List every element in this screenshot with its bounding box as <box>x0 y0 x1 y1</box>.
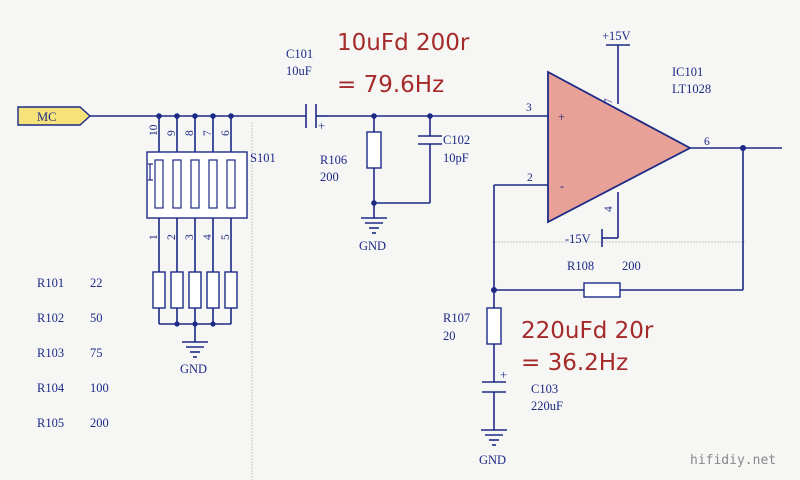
table-ref-r104: R104 <box>37 381 65 395</box>
opamp-pin-6: 6 <box>704 136 710 148</box>
gnd-symbol-feedback: GND <box>479 429 507 467</box>
c102-value: 10pF <box>443 151 469 165</box>
c103-ref: C103 <box>531 382 558 396</box>
c103-value: 220uF <box>531 399 563 413</box>
resistor-value-table: R101 22 R102 50 R103 75 R104 100 R105 20… <box>37 276 109 430</box>
resistor-bank <box>152 271 238 342</box>
annotation-feedback-line1: 220uFd 20r <box>521 318 654 344</box>
supply-pos-label: +15V <box>602 29 631 43</box>
r107-value: 20 <box>443 329 456 343</box>
switch-ref: S101 <box>250 151 276 165</box>
watermark: hifidiy.net <box>690 453 776 468</box>
c102-ref: C102 <box>443 133 470 147</box>
table-value-r105: 200 <box>90 416 109 430</box>
capacitor-c103: + C103 220uF <box>482 368 563 430</box>
table-value-r101: 22 <box>90 276 103 290</box>
opamp-pin-4: 4 <box>603 206 615 212</box>
opamp-pin-7: 7 <box>603 98 615 104</box>
mc-port-label: MC <box>37 110 56 124</box>
opamp-ref: IC101 <box>672 65 703 79</box>
opamp-minus-sign: - <box>560 179 564 193</box>
opamp-pin-3: 3 <box>526 102 532 114</box>
table-value-r103: 75 <box>90 346 103 360</box>
opamp-ic101: + - 3 2 6 7 4 IC101 LT1028 <box>526 65 711 224</box>
switch-pin-6: 6 <box>220 130 232 136</box>
r108-ref: R108 <box>567 259 594 273</box>
opamp-pin-2: 2 <box>527 172 533 184</box>
capacitor-c102: C102 10pF <box>418 116 470 203</box>
switch-pin-10: 10 <box>148 124 160 136</box>
gnd-symbol-bank: GND <box>180 341 208 376</box>
r108-value: 200 <box>622 259 641 273</box>
resistor-r106: R106 200 <box>320 116 382 203</box>
gnd-label-bank: GND <box>180 362 207 376</box>
c101-ref: C101 <box>286 47 313 61</box>
resistor-r107: R107 20 <box>443 307 502 382</box>
switch-pin-7: 7 <box>202 130 214 136</box>
opamp-part: LT1028 <box>672 82 711 96</box>
switch-pin-8: 8 <box>184 130 196 136</box>
annotation-feedback-line2: = 36.2Hz <box>521 350 628 376</box>
switch-pin-9: 9 <box>166 130 178 136</box>
resistor-r108: R108 200 <box>494 259 743 298</box>
table-ref-r102: R102 <box>37 311 64 325</box>
switch-pin-5: 5 <box>220 234 232 240</box>
table-value-r102: 50 <box>90 311 103 325</box>
gnd-label-input: GND <box>359 239 386 253</box>
dip-switch-s101: 10 9 8 7 6 1 2 3 4 5 S101 <box>146 116 276 272</box>
table-ref-r103: R103 <box>37 346 64 360</box>
switch-pin-4: 4 <box>202 234 214 240</box>
r106-ref: R106 <box>320 153 347 167</box>
r106-value: 200 <box>320 170 339 184</box>
switch-pin-2: 2 <box>166 234 178 240</box>
table-value-r104: 100 <box>90 381 109 395</box>
c101-value: 10uF <box>286 64 312 78</box>
switch-pin-1: 1 <box>148 234 160 240</box>
mc-input-port: MC <box>17 106 92 126</box>
c101-plus-mark: + <box>318 119 325 133</box>
annotation-input-line1: 10uFd 200r <box>337 30 470 56</box>
switch-pin-3: 3 <box>184 234 196 240</box>
c103-plus-mark: + <box>500 368 507 382</box>
gnd-label-feedback: GND <box>479 453 506 467</box>
supply-neg-label: -15V <box>565 232 591 246</box>
gnd-symbol-input: GND <box>359 217 387 253</box>
annotation-input-line2: = 79.6Hz <box>337 72 444 98</box>
r107-ref: R107 <box>443 311 470 325</box>
opamp-plus-sign: + <box>558 110 565 124</box>
table-ref-r105: R105 <box>37 416 64 430</box>
capacitor-c101: C101 10uF + <box>286 47 325 133</box>
table-ref-r101: R101 <box>37 276 64 290</box>
